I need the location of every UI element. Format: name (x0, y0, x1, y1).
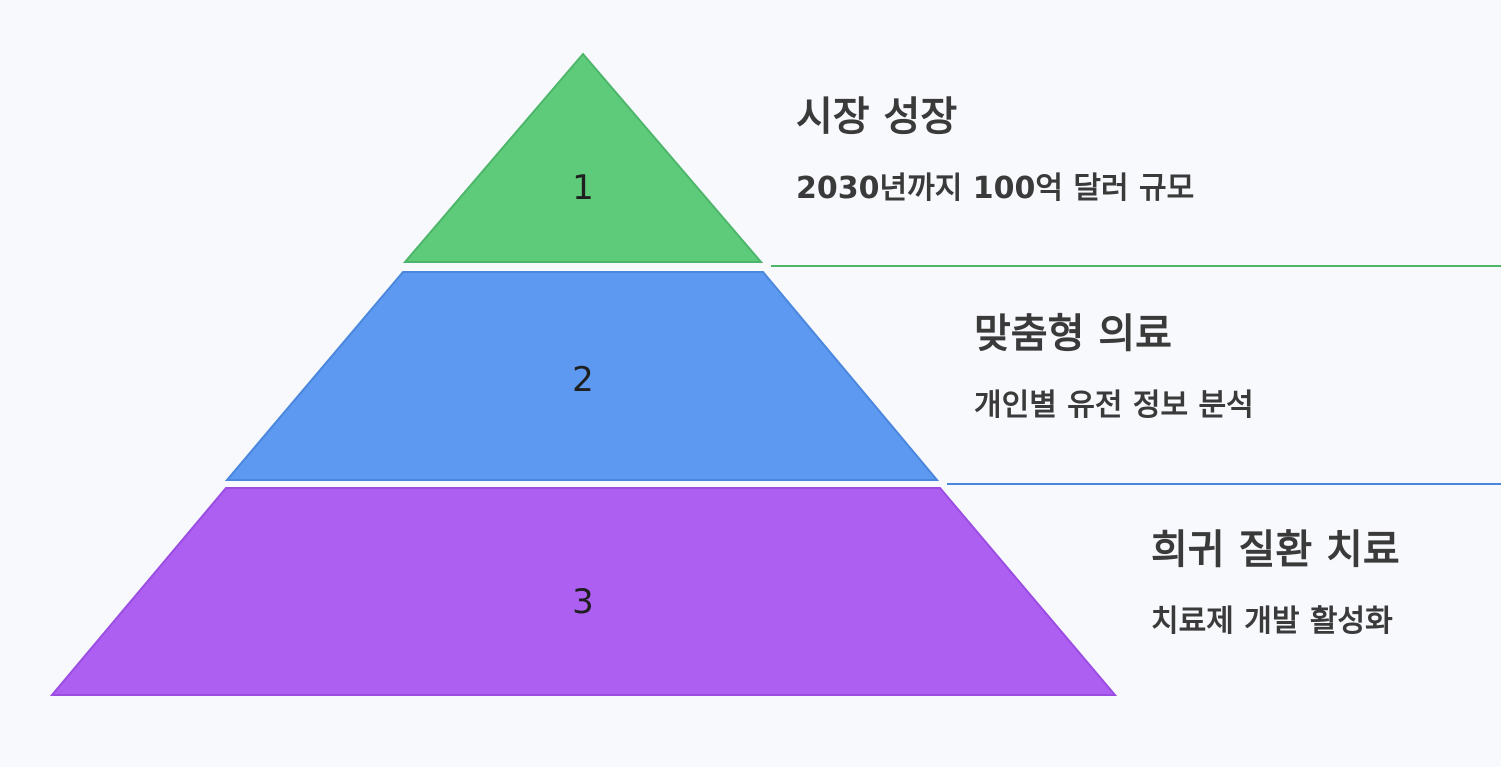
pyramid-level-2-title: 맞춤형 의료 (974, 311, 1172, 357)
pyramid-level-3-label: 희귀 질환 치료 치료제 개발 활성화 (1151, 526, 1400, 640)
pyramid-level-1-description: 2030년까지 100억 달러 규모 (796, 171, 1195, 206)
pyramid-level-3-title: 희귀 질환 치료 (1151, 527, 1400, 573)
pyramid-level-3-shape (49, 487, 1118, 696)
pyramid-level-2-number: 2 (572, 360, 594, 400)
pyramid-level-1-title: 시장 성장 (796, 94, 958, 140)
pyramid-level-3-description: 치료제 개발 활성화 (1151, 604, 1393, 639)
pyramid-level-2-description: 개인별 유전 정보 분석 (974, 388, 1254, 423)
pyramid-level-3-number: 3 (572, 582, 594, 622)
pyramid-level-1-label: 시장 성장 2030년까지 100억 달러 규모 (796, 93, 1194, 207)
pyramid-level-2-shape (224, 271, 940, 481)
pyramid-level-1-number: 1 (572, 168, 594, 208)
pyramid-level-1-shape (402, 52, 764, 263)
pyramid-level-2-label: 맞춤형 의료 개인별 유전 정보 분석 (974, 310, 1254, 424)
